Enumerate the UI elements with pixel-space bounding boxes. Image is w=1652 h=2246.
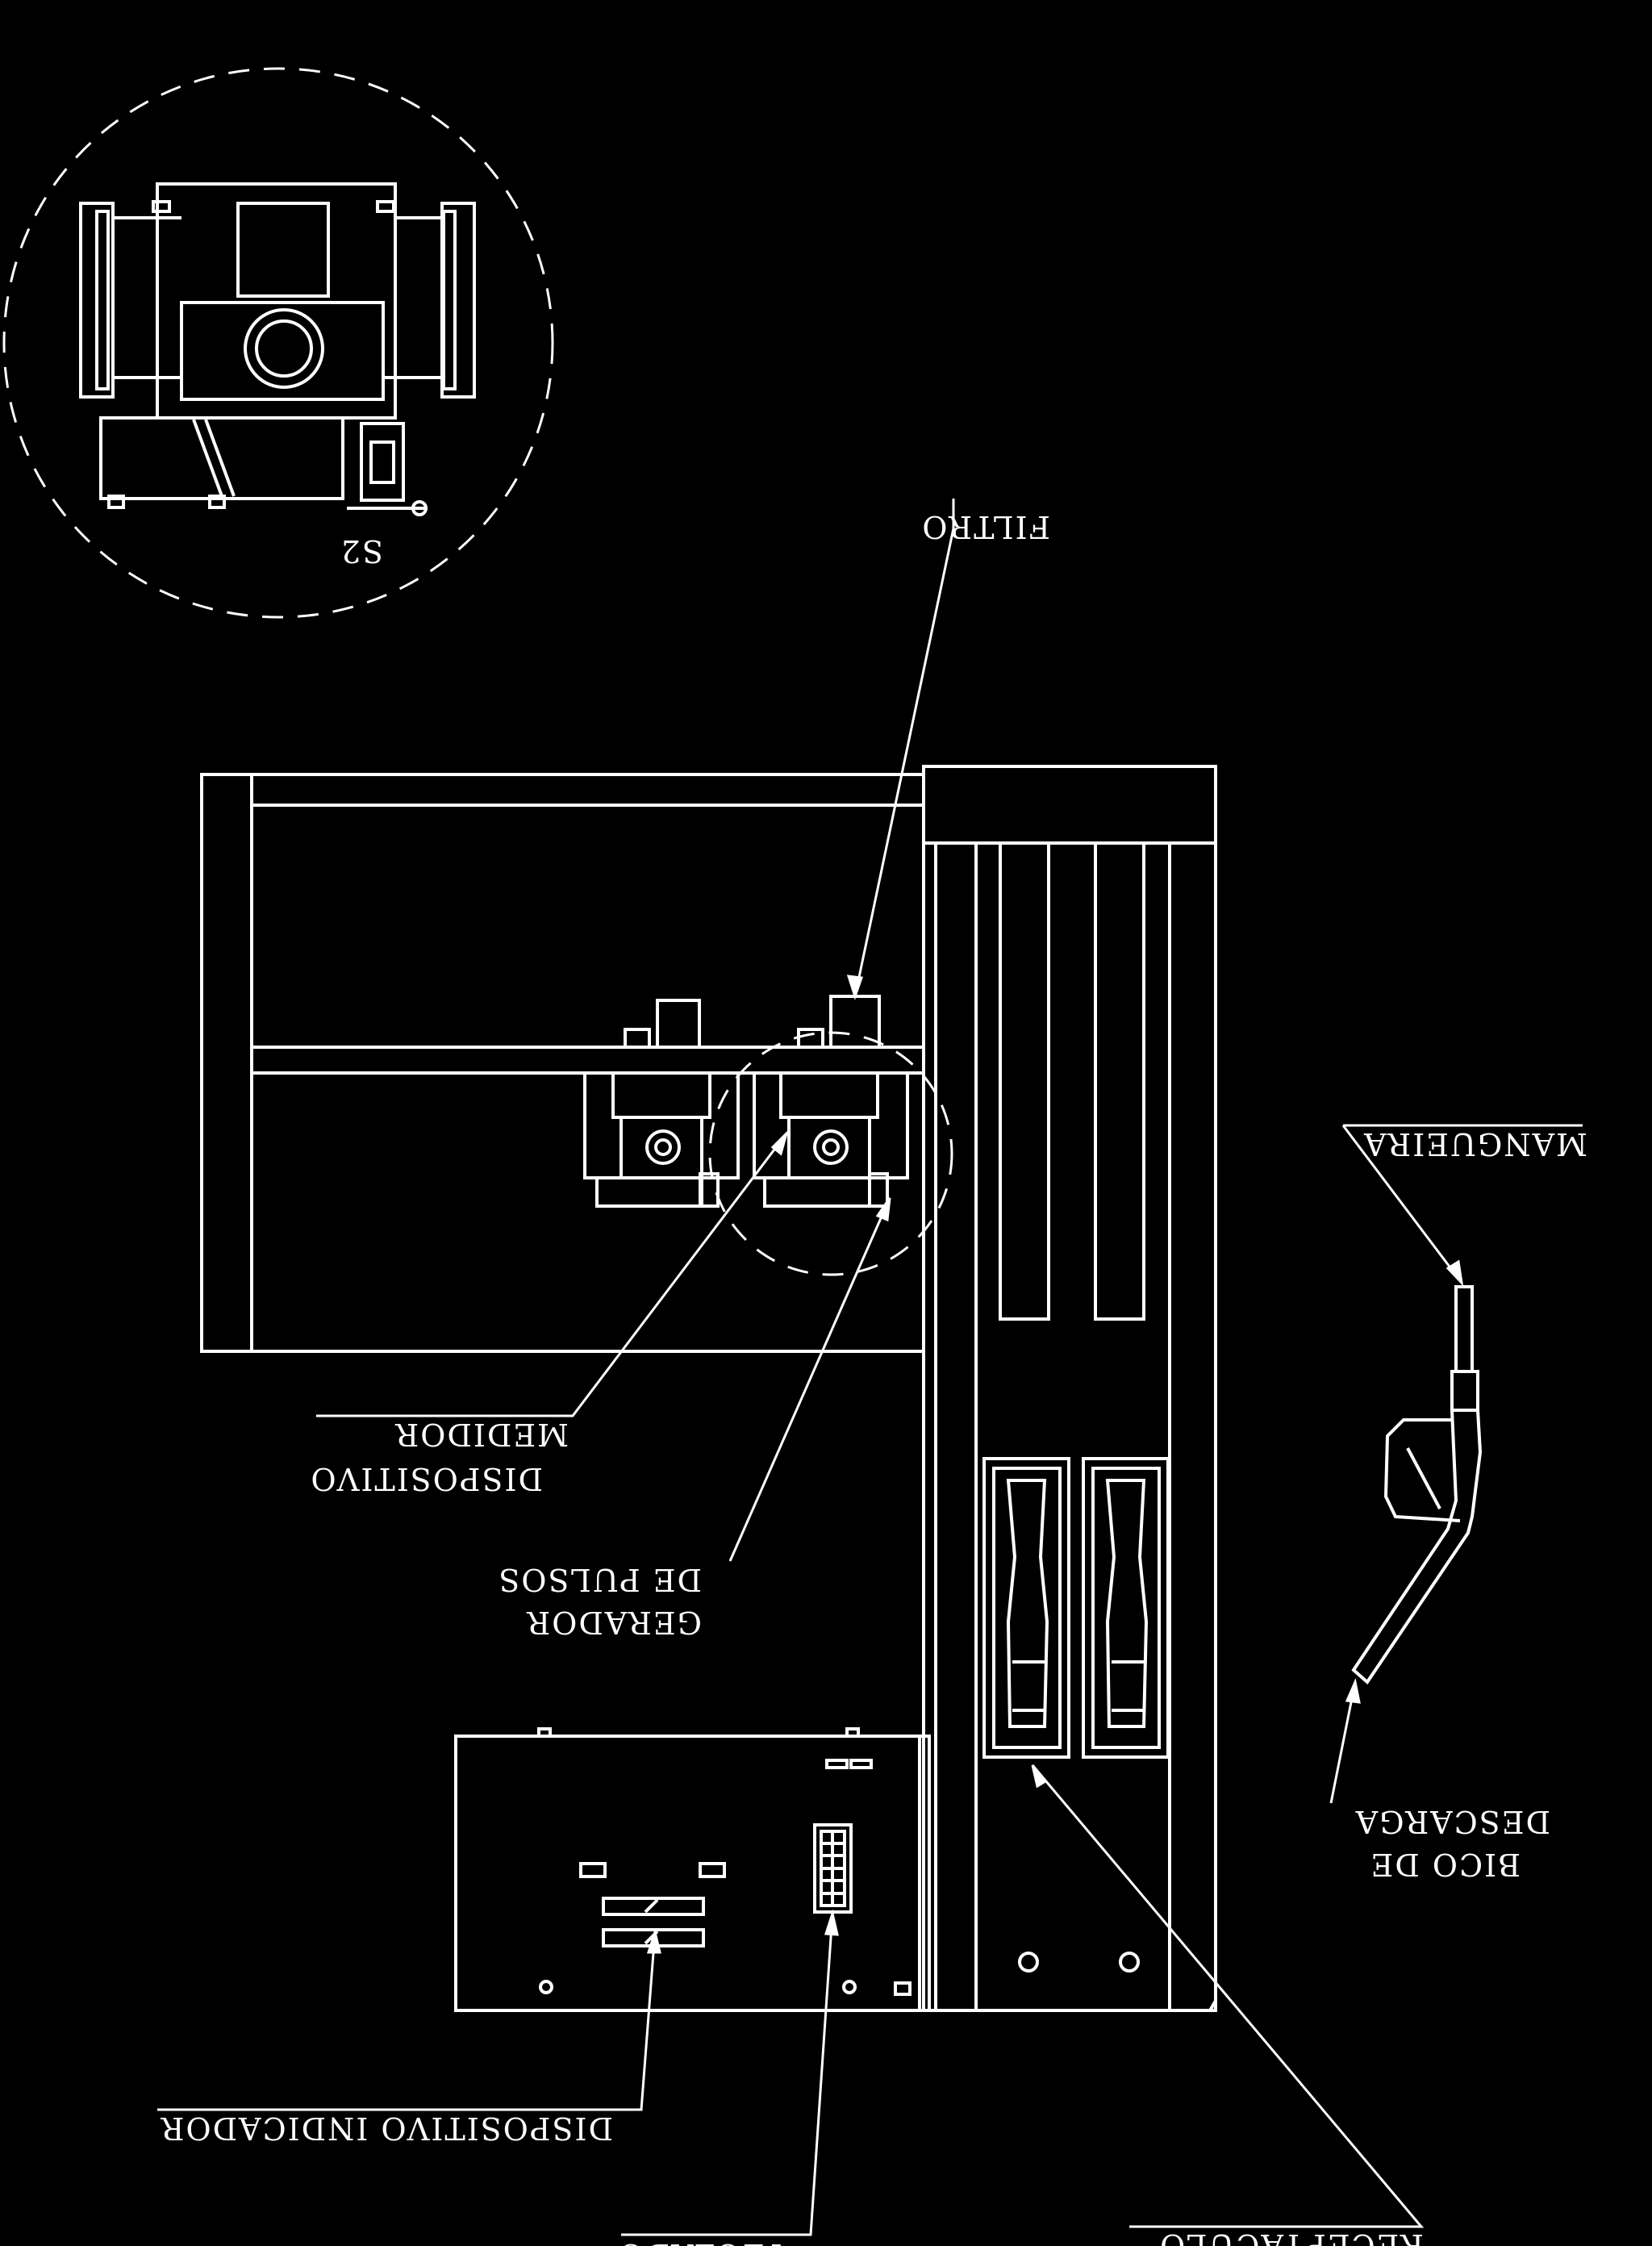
label-dispositivo: DISPOSITIVO [309,1461,543,1497]
meter-left [583,1071,740,1208]
hydraulic-cabinet [200,773,925,1353]
label-de-pulsos: DE PULSOS [497,1562,702,1597]
meter-right [753,1071,909,1208]
electronics-cabinet [454,1727,931,2012]
label-gerador: GERADOR [526,1605,702,1640]
nozzle-receptacles [982,1457,1170,1973]
label-medidor: MEDIDOR [394,1417,569,1452]
leader-lines [157,499,1583,2236]
label-s2: S2 [340,533,383,569]
detail-view-s2 [2,67,554,619]
label-descarga: DESCARGA [1354,1804,1550,1839]
labels: FILTRO S2 MANGUEIRA MEDIDOR DISPOSITIVO … [160,509,1587,2246]
label-dispositivo-indicador: DISPOSITIVO INDICADOR [160,2110,613,2146]
label-receptaculo: RECEPTÁCULO [1158,2227,1424,2246]
keypad [813,1823,853,1914]
dispenser-column [922,765,1217,2012]
label-bico-de: BICO DE [1370,1847,1521,1882]
hose-nozzle [1351,1285,1483,1685]
detail-callout-circle [708,1031,953,1276]
label-filtro: FILTRO [920,509,1050,545]
label-teclado: TECLADO [617,2237,786,2246]
label-mangueira: MANGUEIRA [1362,1126,1587,1162]
